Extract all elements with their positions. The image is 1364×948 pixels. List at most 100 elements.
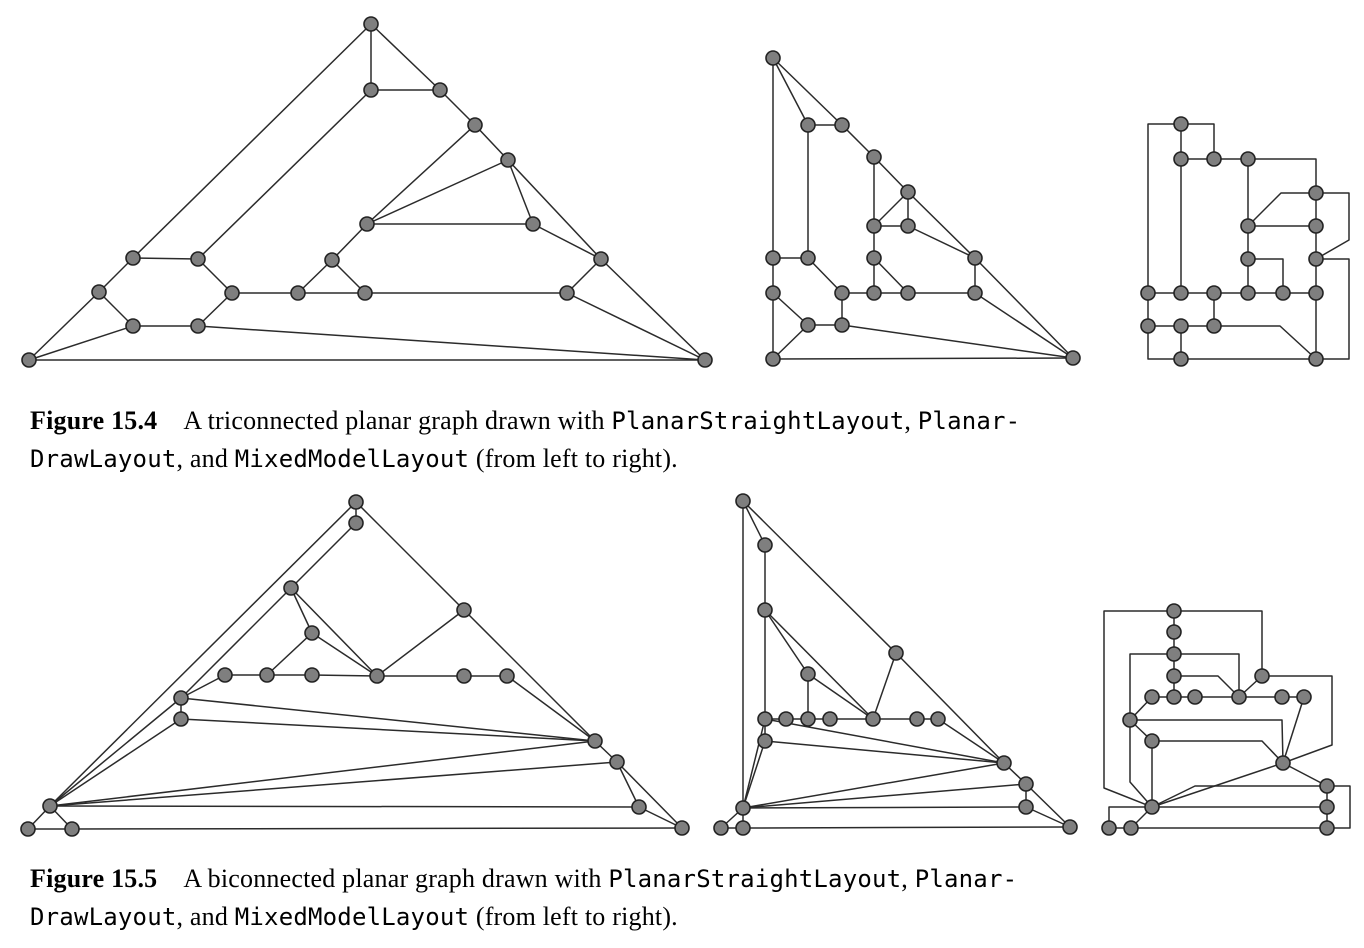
graph-edge xyxy=(463,609,596,742)
graph-node xyxy=(217,667,233,683)
graph-node xyxy=(1319,820,1335,836)
graph-node xyxy=(224,285,240,301)
graph-edge xyxy=(566,292,706,361)
graph-edge xyxy=(873,191,909,227)
graph-edge xyxy=(1248,158,1317,193)
graph-node xyxy=(259,667,275,683)
graph-edge xyxy=(180,718,596,742)
graph-edge xyxy=(742,500,766,546)
graph-node xyxy=(866,218,882,234)
graph-node xyxy=(609,754,625,770)
graph-node xyxy=(1166,646,1182,662)
graph-edge xyxy=(1174,675,1240,698)
graph-edge xyxy=(439,89,476,126)
graph-node xyxy=(173,711,189,727)
graph-edge xyxy=(98,291,134,327)
graph-node xyxy=(559,285,575,301)
graph-edge xyxy=(49,761,618,807)
graph-edge xyxy=(974,257,1074,359)
graph-edge xyxy=(772,57,843,126)
graph-edge xyxy=(873,257,909,294)
graph-edge xyxy=(290,522,357,589)
graph-edge xyxy=(180,587,292,699)
graph-node xyxy=(1173,116,1189,132)
caption-text-line1: A biconnected planar graph drawn with Pl… xyxy=(183,864,1017,893)
graph-node xyxy=(1240,218,1256,234)
graph-edge xyxy=(807,257,843,294)
graph-node xyxy=(1319,799,1335,815)
graph-edge xyxy=(1147,326,1181,360)
graph-edge xyxy=(197,89,372,260)
graph-node xyxy=(735,820,751,836)
graph-node xyxy=(967,285,983,301)
graph-node xyxy=(1231,689,1247,705)
graph-node xyxy=(125,318,141,334)
graph-edge xyxy=(1025,783,1071,828)
graph-edge xyxy=(1151,762,1284,808)
graph-edge xyxy=(937,718,1005,764)
graph-node xyxy=(1101,820,1117,836)
graph-edge xyxy=(1327,785,1351,829)
graph-node xyxy=(348,515,364,531)
graph-node xyxy=(1140,318,1156,334)
graph-edge xyxy=(532,223,602,260)
graph-edge xyxy=(49,501,357,807)
graph-edge xyxy=(600,258,706,361)
graph-edge xyxy=(331,223,368,261)
graph-edge xyxy=(764,609,809,675)
figure-label: Figure 15.4 xyxy=(30,406,158,435)
figure-label: Figure 15.5 xyxy=(30,864,158,893)
graph-edge xyxy=(366,159,509,225)
graph-node xyxy=(190,251,206,267)
graph-node xyxy=(456,668,472,684)
caption-run-mono: MixedModelLayout xyxy=(234,445,470,473)
graph-edge xyxy=(355,501,465,611)
caption-run-mono: DrawLayout xyxy=(30,903,177,931)
graph-node xyxy=(900,285,916,301)
graph-node xyxy=(1144,733,1160,749)
graph-node xyxy=(1275,755,1291,771)
graph-node xyxy=(290,285,306,301)
graph-node xyxy=(866,250,882,266)
graph-edge xyxy=(616,761,640,808)
graph-edge xyxy=(266,632,313,676)
graph-edge xyxy=(290,587,378,677)
graph-node xyxy=(1206,285,1222,301)
graph-node xyxy=(1296,689,1312,705)
graph-edge xyxy=(1174,610,1263,676)
graph-drawing-biconnected-planar-straight xyxy=(20,494,690,837)
graph-node xyxy=(757,602,773,618)
graph-edge xyxy=(1129,720,1153,808)
graph-edge xyxy=(132,23,372,259)
graph-edge xyxy=(507,159,534,225)
graph-node xyxy=(866,149,882,165)
graph-edge xyxy=(873,156,909,193)
graph-node xyxy=(778,711,794,727)
graph-node xyxy=(1062,819,1078,835)
graph-node xyxy=(697,352,713,368)
graph-node xyxy=(1206,151,1222,167)
caption-text-line2: DrawLayout, and MixedModelLayout (from l… xyxy=(30,902,678,931)
graph-edge xyxy=(907,191,976,259)
graph-node xyxy=(173,690,189,706)
graph-node xyxy=(304,667,320,683)
graph-node xyxy=(21,352,37,368)
graph-edge xyxy=(180,697,596,742)
graph-node xyxy=(1308,351,1324,367)
graph-node xyxy=(1173,318,1189,334)
graph-edge xyxy=(1248,258,1284,293)
graph-node xyxy=(1018,799,1034,815)
graph-edge xyxy=(1025,806,1071,828)
graph-edge xyxy=(1152,740,1284,764)
graph-node xyxy=(359,216,375,232)
graph-drawing-triconnected-mixed-model xyxy=(1140,116,1350,367)
graph-node xyxy=(865,711,881,727)
graph-edge xyxy=(742,740,766,809)
graph-node xyxy=(1206,318,1222,334)
graph-node xyxy=(525,216,541,232)
graph-node xyxy=(1166,689,1182,705)
graph-node xyxy=(1240,251,1256,267)
graph-edge xyxy=(895,652,1005,764)
graph-node xyxy=(500,152,516,168)
